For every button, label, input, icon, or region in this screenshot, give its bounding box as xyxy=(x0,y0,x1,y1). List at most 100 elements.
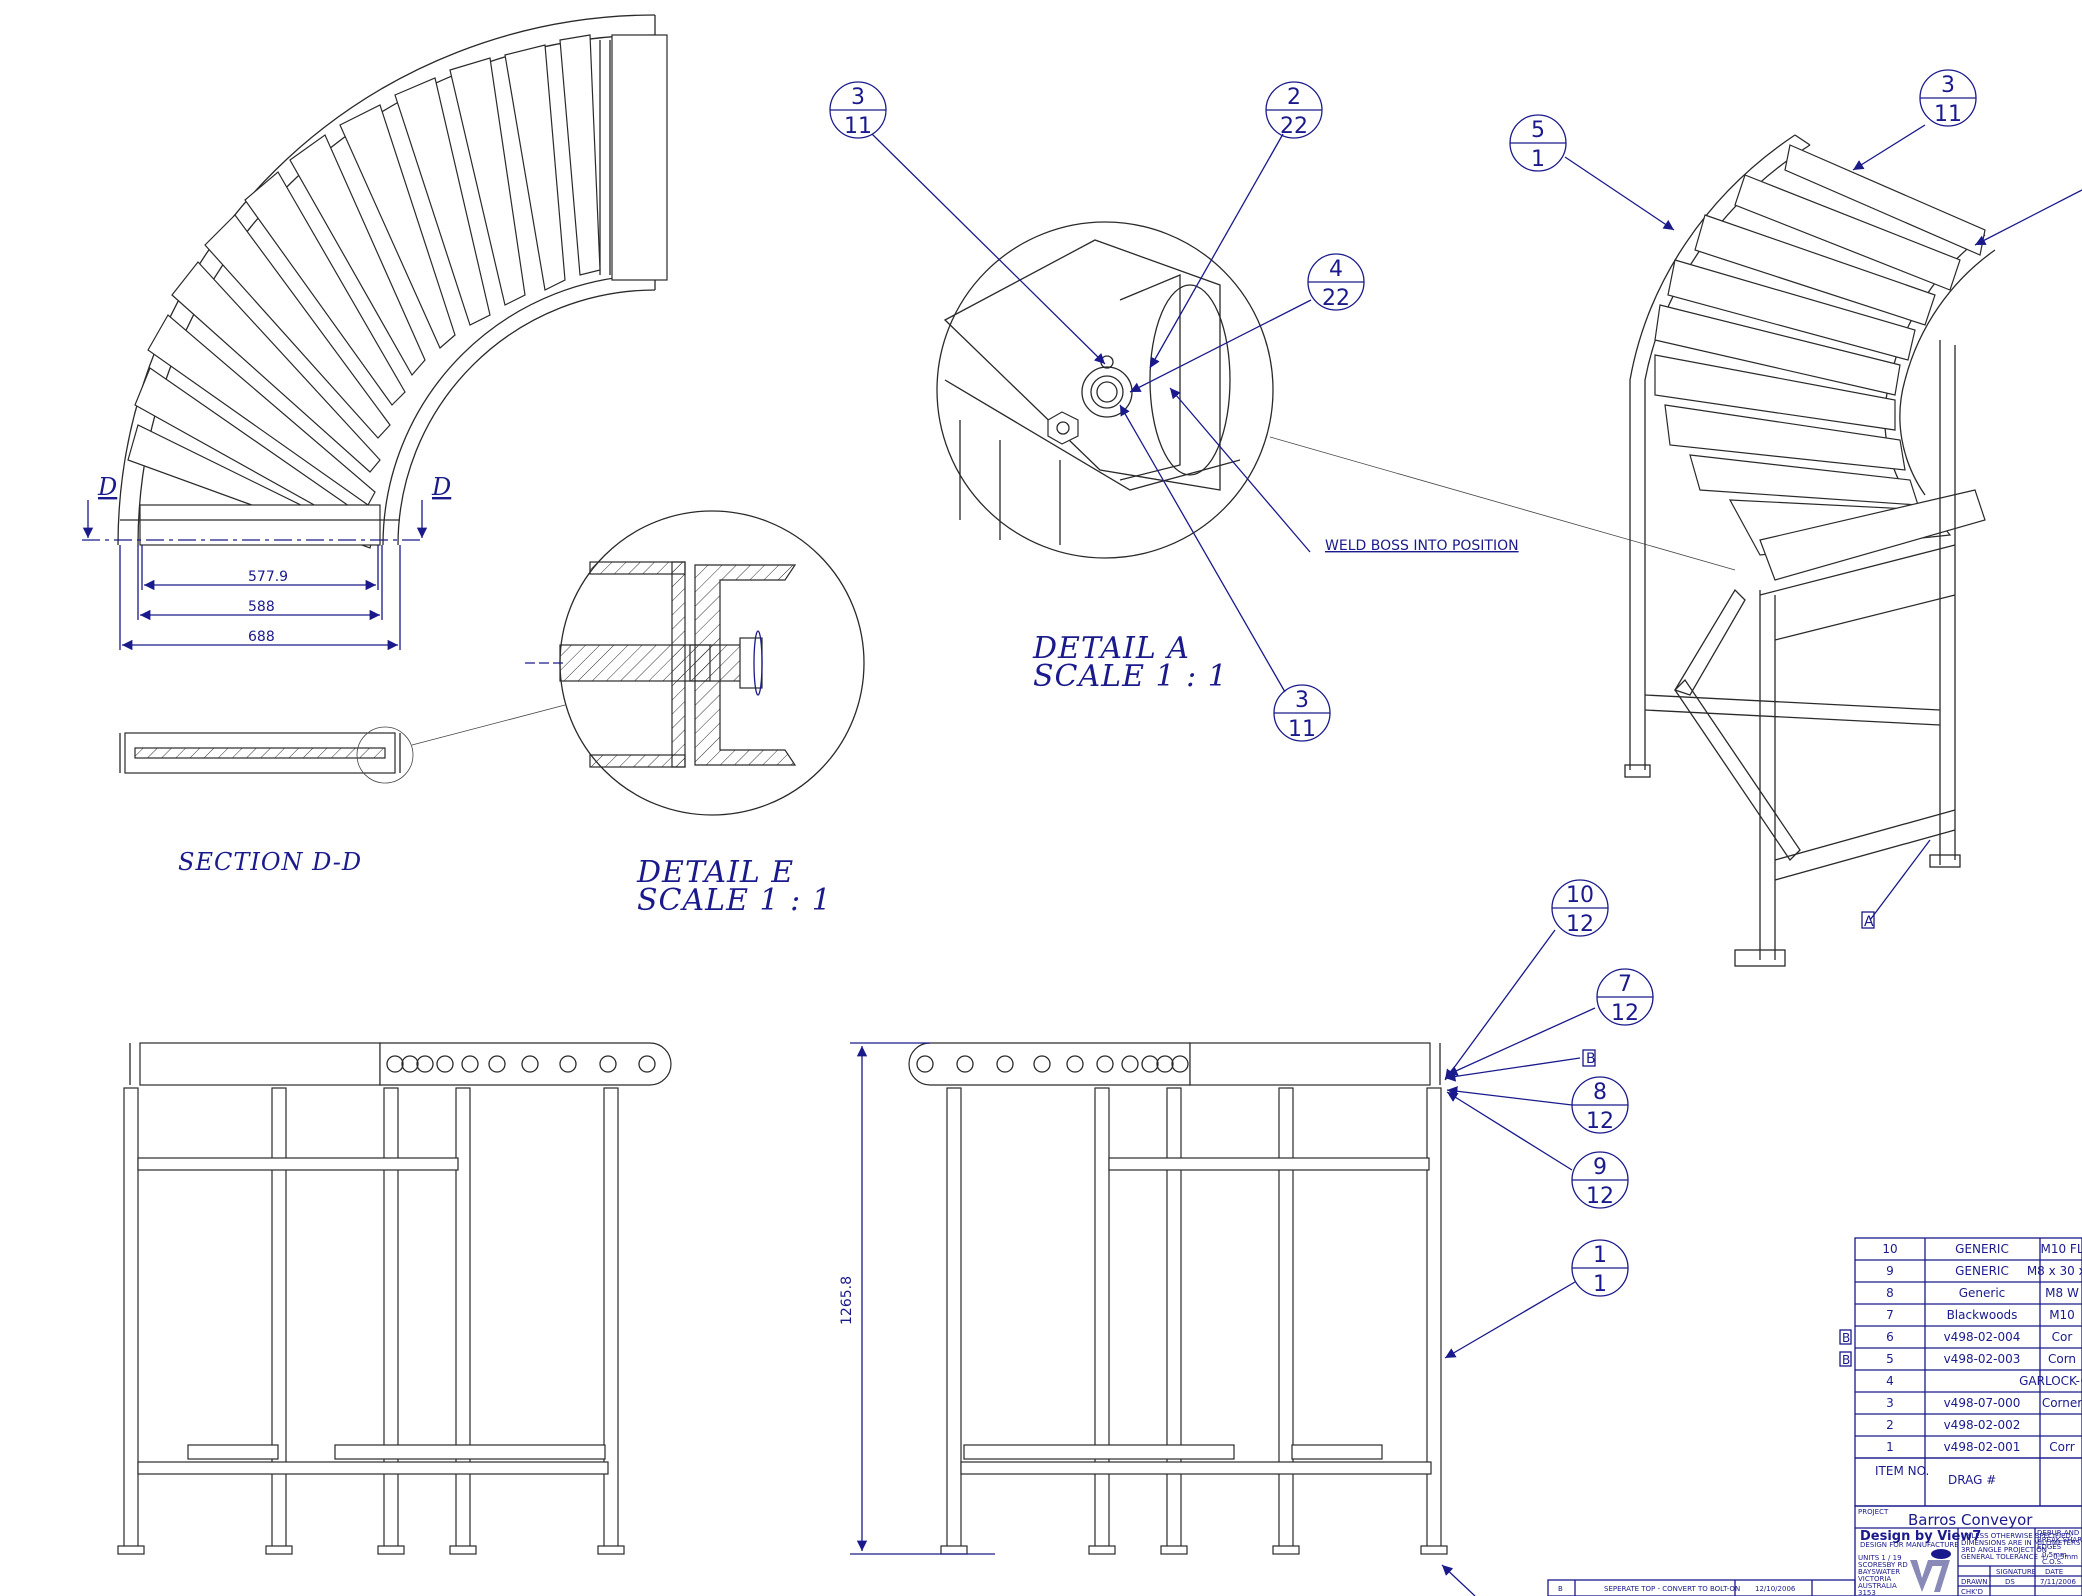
brand-sub: DESIGN FOR MANUFACTURE xyxy=(1860,1541,1959,1549)
bom-row: 4 GARLOCK-GLA xyxy=(1855,1374,2082,1393)
bom-revision-flag xyxy=(1839,1351,1852,1367)
svg-text:SIGNATURE: SIGNATURE xyxy=(1996,1568,2036,1576)
bom-row: 8 Generic M8 W xyxy=(1855,1286,2082,1305)
bom-item-no: 2 xyxy=(1886,1418,1894,1432)
project-name: Barros Conveyor xyxy=(1908,1511,2033,1529)
bom-item-no: 8 xyxy=(1886,1286,1894,1300)
bom-drag-number: Generic xyxy=(1959,1286,2006,1300)
svg-text:UNITS 1 / 19: UNITS 1 / 19 xyxy=(1858,1554,1902,1562)
balloon: 8 12 xyxy=(1571,1076,1629,1134)
svg-text:3153: 3153 xyxy=(1858,1589,1876,1596)
svg-text:7: 7 xyxy=(1618,972,1632,997)
bom-revision-letter: B xyxy=(1842,1331,1850,1345)
balloon: 4 22 xyxy=(1307,253,1365,311)
bom-item-no: 1 xyxy=(1886,1440,1894,1454)
svg-text:8: 8 xyxy=(1593,1080,1607,1105)
bom-item-no: 5 xyxy=(1886,1352,1894,1366)
svg-text:5: 5 xyxy=(1531,118,1545,143)
bom-drag-number: v498-02-002 xyxy=(1944,1418,2021,1432)
balloon: 3 11 xyxy=(829,81,887,139)
bom-description: M10 FL xyxy=(2040,1242,2082,1256)
bom-drag-number: v498-02-001 xyxy=(1944,1440,2021,1454)
svg-text:3: 3 xyxy=(1941,73,1955,98)
detail-a-view: DETAIL A SCALE 1 : 1 WELD BOSS INTO POSI… xyxy=(936,221,1736,694)
svg-text:GENERAL TOLERANCE +/- 0.5mm: GENERAL TOLERANCE +/- 0.5mm xyxy=(1961,1553,2078,1561)
bom-description: Corner xyxy=(2042,1396,2082,1410)
roller-slats xyxy=(127,34,601,549)
svg-text:12: 12 xyxy=(1586,1109,1614,1134)
svg-text:EDGES: EDGES xyxy=(2037,1543,2062,1551)
bom-description: GARLOCK-GLA xyxy=(2019,1374,2082,1388)
bom-description: M8 x 30 x 2 xyxy=(2027,1264,2082,1278)
svg-text:1: 1 xyxy=(1593,1243,1607,1268)
svg-text:VICTORIA: VICTORIA xyxy=(1858,1575,1891,1583)
drawn-label: DRAWN xyxy=(1961,1578,1988,1586)
drawn-sig: DS xyxy=(2005,1578,2015,1586)
view7-logo xyxy=(1910,1549,1951,1592)
bom-item-no: 6 xyxy=(1886,1330,1894,1344)
bom-description: Corn xyxy=(2048,1352,2076,1366)
balloon: 10 12 xyxy=(1551,879,1609,937)
project-label: PROJECT xyxy=(1858,1508,1889,1516)
section-marker-right: D xyxy=(431,473,451,501)
detail-e-title-line1: DETAIL E xyxy=(636,855,794,890)
revision-date: 12/10/2006 xyxy=(1755,1585,1796,1593)
front-elevation-left xyxy=(117,1042,672,1555)
bom-row: 2 v498-02-002 xyxy=(1855,1418,2082,1437)
svg-text:12: 12 xyxy=(1566,912,1594,937)
dimension-688: 688 xyxy=(248,629,275,645)
svg-text:AUSTRALIA: AUSTRALIA xyxy=(1858,1582,1897,1590)
svg-text:22: 22 xyxy=(1322,286,1350,311)
bom-item-no: 4 xyxy=(1886,1374,1894,1388)
dimension-lines: 577.9 588 688 xyxy=(119,545,401,651)
roller-ends-left xyxy=(386,1055,656,1073)
bom-description: M8 W xyxy=(2045,1286,2079,1300)
balloon: 7 12 xyxy=(1596,968,1654,1026)
detail-e-title-line2: SCALE 1 : 1 xyxy=(637,883,832,918)
bom-row: 9 GENERIC M8 x 30 x 2 xyxy=(1855,1264,2082,1283)
bom-revision-flag xyxy=(1839,1329,1852,1345)
svg-text:12: 12 xyxy=(1611,1001,1639,1026)
bom-drag-number: v498-07-000 xyxy=(1944,1396,2021,1410)
svg-text:DIMENSIONS ARE IN MILLIMETERS: DIMENSIONS ARE IN MILLIMETERS xyxy=(1961,1539,2081,1547)
bom-row: 3 v498-07-000 Corner xyxy=(1855,1396,2082,1415)
bom-drag-number: GENERIC xyxy=(1955,1264,2009,1278)
bom-drag-number: Blackwoods xyxy=(1947,1308,2018,1322)
detail-a-title-line1: DETAIL A xyxy=(1032,631,1190,666)
svg-text:3: 3 xyxy=(1295,688,1309,713)
svg-text:1: 1 xyxy=(1531,147,1545,172)
revision-row: B SEPERATE TOP - CONVERT TO BOLT-ON 12/1… xyxy=(1547,1579,1856,1596)
balloon: 3 11 xyxy=(1919,69,1977,127)
svg-text:2: 2 xyxy=(1287,85,1301,110)
detail-e-view: DETAIL E SCALE 1 : 1 xyxy=(525,510,865,918)
revision-desc: SEPERATE TOP - CONVERT TO BOLT-ON xyxy=(1604,1585,1740,1593)
bom-revision-letter: B xyxy=(1842,1353,1850,1367)
bom-row: 5 v498-02-003 Corn B xyxy=(1839,1351,2082,1371)
bom-drag-number: v498-02-004 xyxy=(1944,1330,2021,1344)
bom-drag-number: v498-02-003 xyxy=(1944,1352,2021,1366)
svg-text:10: 10 xyxy=(1566,883,1594,908)
drawn-date: 7/11/2006 xyxy=(2040,1578,2076,1586)
bom-header-item-no: ITEM NO. xyxy=(1875,1464,1929,1478)
svg-text:11: 11 xyxy=(844,114,872,139)
section-marker-left: D xyxy=(97,473,117,501)
balloon: 9 12 xyxy=(1571,1151,1629,1209)
plan-view-curved-conveyor: D D 577.9 588 688 xyxy=(82,14,668,651)
svg-text:3: 3 xyxy=(851,85,865,110)
svg-text:22: 22 xyxy=(1280,114,1308,139)
balloon-leaders xyxy=(871,124,2082,1359)
svg-text:1: 1 xyxy=(1593,1272,1607,1297)
svg-text:11: 11 xyxy=(1934,102,1962,127)
legs-left xyxy=(117,1087,625,1555)
dimension-1265-8: 1265.8 xyxy=(839,1276,855,1325)
legs-right xyxy=(940,1087,1448,1555)
bom-header-drag: DRAG # xyxy=(1948,1473,1996,1487)
bom-item-no: 3 xyxy=(1886,1396,1894,1410)
svg-text:C.O.S.: C.O.S. xyxy=(2042,1558,2063,1566)
bom-item-no: 7 xyxy=(1886,1308,1894,1322)
bom-item-no: 9 xyxy=(1886,1264,1894,1278)
svg-text:BAYSWATER: BAYSWATER xyxy=(1858,1568,1900,1576)
